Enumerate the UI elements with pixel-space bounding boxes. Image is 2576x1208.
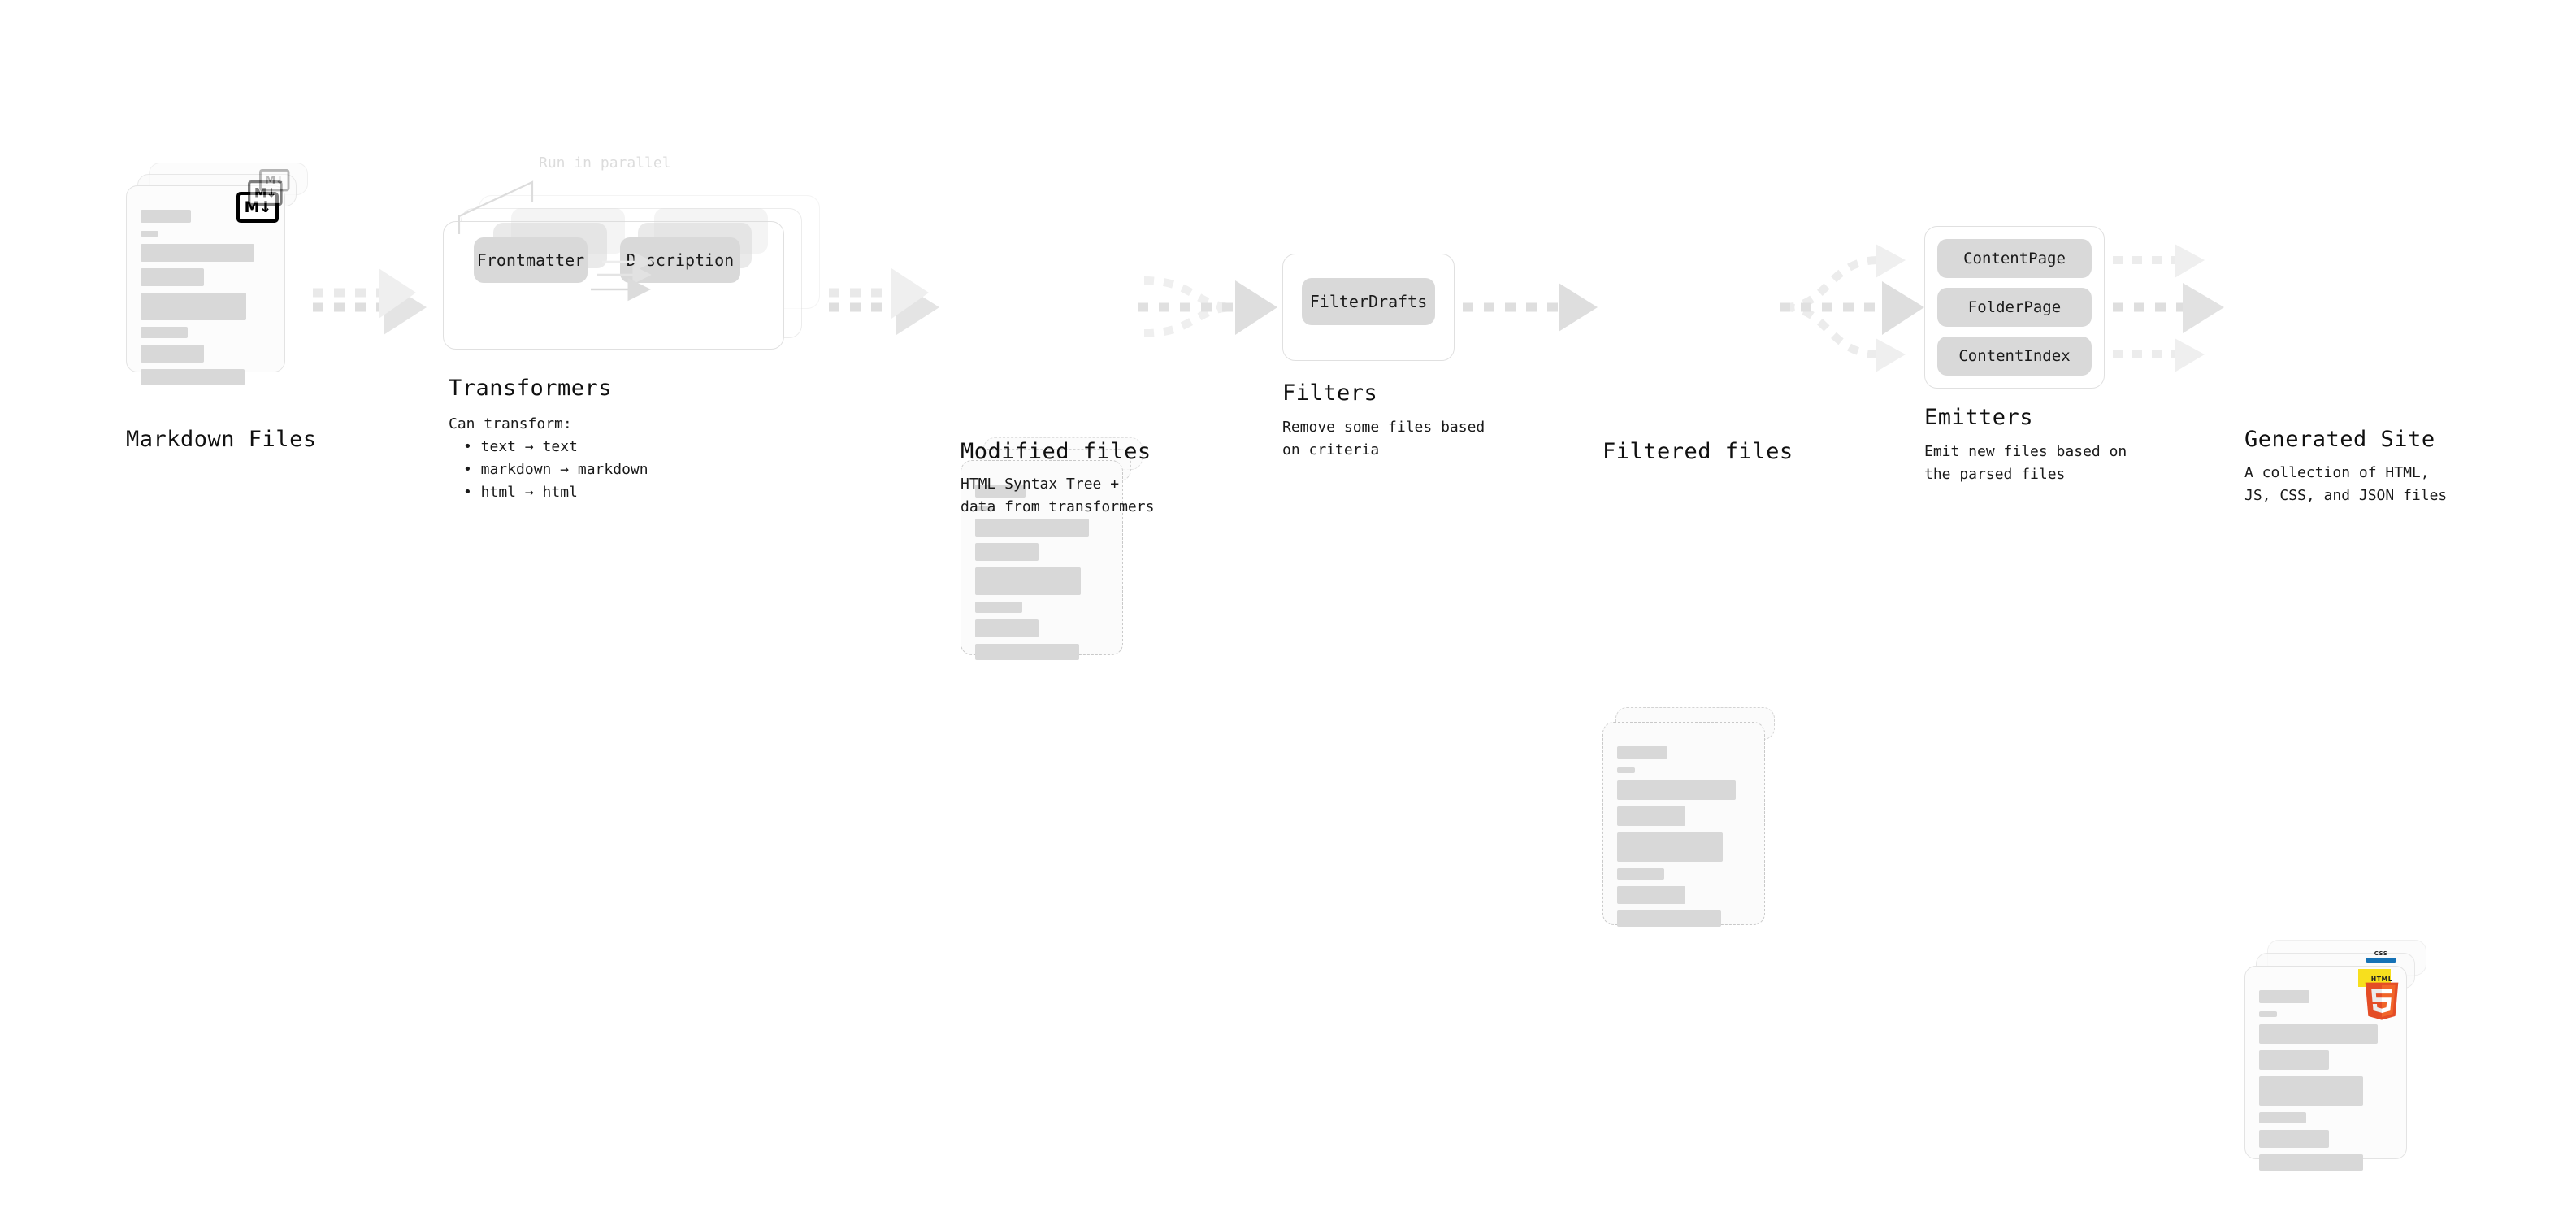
skeleton-bar xyxy=(1617,910,1721,927)
skeleton-bar xyxy=(975,602,1022,613)
skeleton-bar xyxy=(141,369,245,385)
stage-title-emitters: Emitters xyxy=(1924,405,2034,430)
chip-frontmatter[interactable]: Frontmatter xyxy=(474,237,588,283)
skeleton-bar xyxy=(2259,1112,2306,1123)
skeleton-bar xyxy=(975,519,1089,537)
chip-contentpage[interactable]: ContentPage xyxy=(1937,239,2092,278)
connector-filtered-to-emitters xyxy=(1780,244,1924,372)
skeleton-bar xyxy=(141,210,191,223)
skeleton-bar xyxy=(141,345,204,363)
stage-transformers: Frontmatter Description Run in parallel xyxy=(443,154,833,374)
skeleton-bar xyxy=(1617,746,1667,759)
stage-caption-filters: Remove some files based on criteria xyxy=(1282,419,1485,458)
stage-title-transformers: Transformers xyxy=(449,376,613,401)
connector-emitters-to-site xyxy=(2113,244,2224,372)
html5-icon: HTML xyxy=(2365,976,2399,1020)
skeleton-bar xyxy=(2259,1130,2329,1148)
stage-title-markdown-files: Markdown Files xyxy=(126,427,317,452)
transformers-bullet-1: • markdown → markdown xyxy=(463,461,648,478)
stage-filters: FilterDrafts xyxy=(1282,254,1461,364)
transformers-bullet-0: • text → text xyxy=(463,438,578,455)
skeleton-bar xyxy=(141,327,188,338)
run-in-parallel-label: Run in parallel xyxy=(539,154,671,172)
skeleton-bar xyxy=(1617,767,1635,773)
connector-md-to-transformers xyxy=(313,268,427,335)
stage-title-filtered-files: Filtered files xyxy=(1602,439,1793,464)
transformer-inner-arrows xyxy=(591,252,653,302)
skeleton-bar xyxy=(141,231,158,237)
stage-caption-transformers: Can transform: xyxy=(449,415,572,432)
skeleton-bar xyxy=(2259,1050,2329,1070)
markdown-icon-back: M↓ xyxy=(259,169,290,192)
svg-text:HTML: HTML xyxy=(2371,976,2392,983)
skeleton-bar xyxy=(2259,1154,2363,1171)
stage-modified-files xyxy=(961,437,1147,697)
stage-caption-modified-files: HTML Syntax Tree + data from transformer… xyxy=(961,476,1155,515)
skeleton-bar xyxy=(1617,886,1685,904)
css-icon-label: CSS xyxy=(2374,950,2388,957)
stage-markdown-files: M↓ M↓ M↓ xyxy=(126,163,313,423)
css-icon: CSS xyxy=(2366,950,2396,963)
skeleton-bar xyxy=(975,619,1039,637)
skeleton-bar xyxy=(975,644,1079,660)
skeleton-bar xyxy=(141,244,254,262)
skeleton-bar xyxy=(141,268,204,286)
stage-caption-emitters: Emit new files based on the parsed files xyxy=(1924,443,2127,483)
skeleton-bar xyxy=(141,293,246,320)
skeleton-bar xyxy=(1617,780,1736,800)
skeleton-bar xyxy=(2259,1011,2277,1017)
stage-title-generated-site: Generated Site xyxy=(2244,427,2435,452)
skeleton-bar xyxy=(1617,868,1664,880)
stage-title-filters: Filters xyxy=(1282,380,1378,406)
chip-folderpage[interactable]: FolderPage xyxy=(1937,288,2092,327)
stage-caption-generated-site: A collection of HTML, JS, CSS, and JSON … xyxy=(2244,464,2448,504)
skeleton-bar xyxy=(2259,1024,2378,1044)
connector-modified-to-filters xyxy=(1138,276,1277,337)
stage-title-modified-files: Modified files xyxy=(961,439,1151,464)
skeleton-bar xyxy=(1617,832,1723,862)
skeleton-bar xyxy=(975,485,1026,498)
connector-filters-to-filtered xyxy=(1463,283,1598,332)
skeleton-bar xyxy=(2259,1076,2363,1106)
skeleton-bar xyxy=(975,567,1081,595)
skeleton-bar xyxy=(2259,990,2309,1003)
transformers-bullet-2: • html → html xyxy=(463,484,578,501)
stage-generated-site: CSS HTML xyxy=(2244,940,2439,1208)
diagram-canvas: M↓ M↓ M↓ Markdown Files Frontmatter Desc… xyxy=(126,154,2448,1171)
stage-filtered-files xyxy=(1602,707,1789,967)
stage-emitters: ContentPage FolderPage ContentIndex xyxy=(1924,226,2119,395)
chip-filterdrafts[interactable]: FilterDrafts xyxy=(1302,278,1435,325)
skeleton-bar xyxy=(975,506,993,511)
chip-contentindex[interactable]: ContentIndex xyxy=(1937,337,2092,376)
skeleton-bar xyxy=(975,543,1039,561)
skeleton-bar xyxy=(1617,806,1685,826)
connector-transformers-to-modified xyxy=(829,268,939,335)
run-in-parallel-bracket xyxy=(458,180,534,234)
